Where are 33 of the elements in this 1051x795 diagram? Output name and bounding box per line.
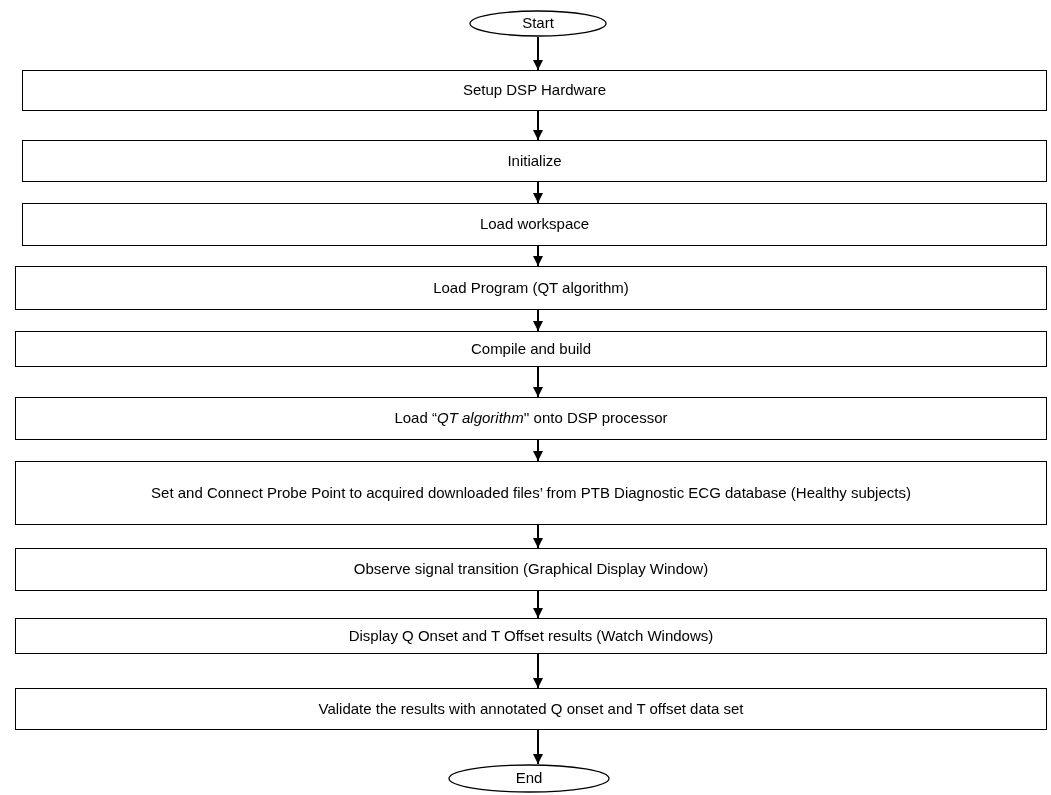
arrow <box>533 245 543 267</box>
arrow <box>533 524 543 549</box>
process-box <box>15 618 1047 654</box>
process-box <box>15 266 1047 310</box>
step-text: Load workspace <box>479 214 590 235</box>
arrow <box>533 366 543 398</box>
step-text: Validate the results with annotated Q onset and T offset data set <box>318 698 744 719</box>
process-box <box>22 203 1047 246</box>
step-text: Load “QT algorithm'' onto DSP processor <box>394 408 668 429</box>
process-box <box>15 397 1047 440</box>
step-text: Display Q Onset and T Offset results (Watch Windows) <box>348 625 714 646</box>
arrow <box>533 590 543 619</box>
arrow <box>533 309 543 332</box>
step-text: Compile and build <box>470 338 592 359</box>
process-box <box>15 331 1047 367</box>
process-box <box>22 140 1047 182</box>
arrow <box>533 653 543 689</box>
arrow <box>533 729 543 765</box>
step-text: End <box>515 768 543 789</box>
step-text: Start <box>522 13 554 34</box>
step-text: Load Program (QT algorithm) <box>433 277 629 298</box>
arrow <box>533 181 543 204</box>
process-box <box>15 548 1047 591</box>
step-text: Set and Connect Probe Point to acquired downloaded files’ from PTB Diagnostic ECG database (Healthy subjects) <box>151 482 911 503</box>
step-text: Observe signal transition (Graphical Display Window) <box>353 559 709 580</box>
process-box <box>22 70 1047 111</box>
arrow <box>533 36 543 71</box>
arrow <box>533 439 543 462</box>
step-text: Initialize <box>507 150 562 171</box>
step-text: Setup DSP Hardware <box>462 80 607 101</box>
process-box <box>15 688 1047 730</box>
process-box <box>15 461 1047 525</box>
arrow <box>533 110 543 141</box>
